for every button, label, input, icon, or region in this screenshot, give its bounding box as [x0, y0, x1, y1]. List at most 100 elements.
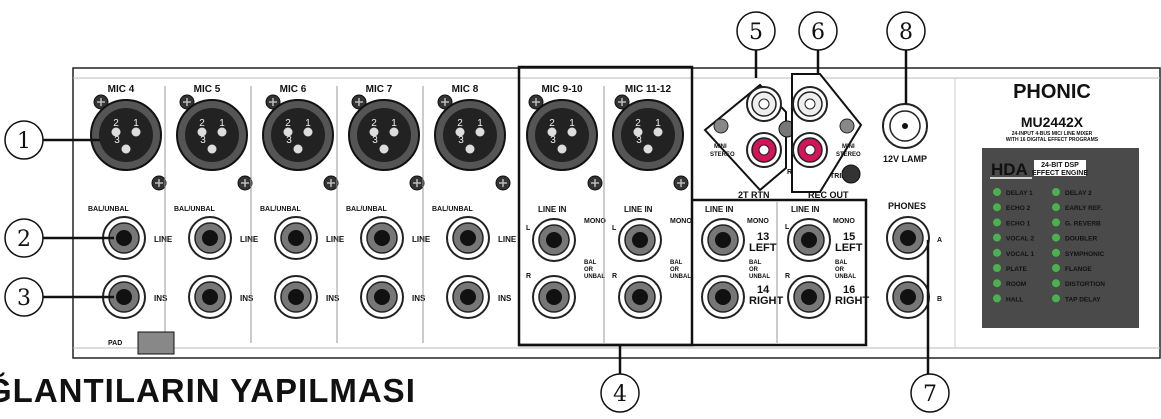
svg-text:1: 1 — [133, 118, 139, 129]
channel-side: RIGHT — [835, 295, 870, 307]
mic-channel-label: MIC 5 — [194, 84, 221, 95]
unbal-label: UNBAL — [584, 274, 605, 280]
svg-text:3: 3 — [200, 135, 206, 146]
brand-logo: PHONIC — [1013, 81, 1091, 103]
section-heading: ĞLANTILARIN YAPILMASI — [0, 372, 416, 409]
bal-label: BAL — [749, 260, 762, 266]
svg-text:3: 3 — [636, 135, 642, 146]
bal-unbal-label: BAL/UNBAL — [260, 206, 302, 213]
callout-circle — [798, 11, 838, 51]
mini-label: MINI — [714, 144, 727, 150]
callout-number: 1 — [17, 129, 31, 154]
trim-knob — [841, 164, 861, 184]
lamp-socket: 12V LAMP — [882, 103, 928, 164]
hda-subtitle: 24-BIT DSP — [1041, 162, 1079, 169]
callout-number: 2 — [17, 227, 31, 252]
mini-label: MINI — [842, 144, 855, 150]
effect-label: G. REVERB — [1065, 220, 1101, 227]
effect-label: HALL — [1006, 296, 1023, 303]
mic-channel-label: MIC 8 — [452, 84, 479, 95]
effect-label: DELAY 2 — [1065, 190, 1092, 197]
svg-text:2: 2 — [199, 118, 205, 129]
svg-text:2: 2 — [371, 118, 377, 129]
bal-label: BAL — [670, 260, 683, 266]
bal-unbal-label: BAL/UNBAL — [174, 206, 216, 213]
r-label: R — [612, 273, 617, 280]
ins-label: INS — [326, 294, 340, 303]
bal-label: BAL — [584, 260, 597, 266]
effect-label: TAP DELAY — [1065, 296, 1101, 303]
callout-circle — [910, 373, 950, 413]
svg-text:3: 3 — [458, 135, 464, 146]
effect-label: PLATE — [1006, 266, 1027, 273]
effect-label: ROOM — [1006, 281, 1026, 288]
channel-number: 14 — [757, 284, 770, 296]
model-description: 24-INPUT 4-BUS MIC/ LINE MIXER — [1012, 131, 1093, 137]
svg-text:2: 2 — [549, 118, 555, 129]
effect-led-icon — [1052, 203, 1060, 212]
pad-switch: PAD — [108, 331, 175, 355]
effect-led-icon — [1052, 233, 1060, 242]
callout-circle — [600, 373, 640, 413]
effect-led-icon — [1052, 248, 1060, 257]
r-label: R — [787, 169, 792, 176]
callout-6: 6 — [798, 11, 838, 74]
model-description: WITH 16 DIGITAL EFFECT PROGRAMS — [1006, 137, 1099, 143]
channel-side: LEFT — [835, 242, 863, 254]
model-name: MU2442X — [1021, 114, 1084, 130]
r-label: R — [526, 273, 531, 280]
svg-text:3: 3 — [550, 135, 556, 146]
effect-led-icon — [993, 188, 1001, 196]
mono-label: MONO — [833, 218, 855, 225]
effect-led-icon — [1052, 218, 1060, 227]
callout-4: 4 — [600, 345, 640, 413]
callout-circle — [736, 11, 776, 51]
svg-text:2: 2 — [285, 118, 291, 129]
r-label: R — [785, 273, 790, 280]
svg-text:3: 3 — [372, 135, 378, 146]
line-in-label: LINE IN — [791, 205, 820, 214]
mic-channel-label: MIC 6 — [280, 84, 307, 95]
lamp-label: 12V LAMP — [883, 154, 927, 164]
bal-unbal-label: BAL/UNBAL — [346, 206, 388, 213]
mini-jack-icon — [713, 118, 729, 134]
mono-label: MONO — [670, 218, 692, 225]
effect-label: DISTORTION — [1065, 281, 1105, 288]
mini-jack-icon — [839, 118, 855, 134]
effect-label: ECHO 1 — [1006, 220, 1031, 227]
effect-led-icon — [993, 294, 1001, 303]
mic-channel-label: MIC 4 — [108, 84, 135, 95]
or-label: OR — [835, 267, 845, 273]
callout-circle — [4, 120, 44, 160]
unbal-label: UNBAL — [749, 274, 770, 280]
effect-label: ECHO 2 — [1006, 205, 1031, 212]
stereo-label: STEREO — [836, 152, 861, 158]
or-label: OR — [584, 267, 594, 273]
or-label: OR — [670, 267, 680, 273]
effect-label: EARLY REF. — [1065, 205, 1102, 212]
channel-side: RIGHT — [749, 295, 784, 307]
svg-text:1: 1 — [219, 118, 225, 129]
effect-label: VOCAL 2 — [1006, 236, 1034, 243]
effect-led-icon — [1052, 188, 1060, 196]
callout-circle — [4, 218, 44, 258]
effect-led-icon — [1052, 294, 1060, 303]
callout-number: 8 — [899, 20, 913, 45]
line-in-label: LINE IN — [538, 205, 567, 214]
channel-number: 15 — [843, 231, 855, 243]
svg-text:1: 1 — [655, 118, 661, 129]
line-label: LINE — [498, 235, 517, 244]
effect-led-icon — [993, 233, 1001, 242]
callout-3: 3 — [4, 277, 114, 317]
svg-text:1: 1 — [569, 118, 575, 129]
two-track-return-label: 2T RTN — [738, 190, 770, 200]
line-label: LINE — [240, 235, 259, 244]
stereo-mic-label: MIC 11-12 — [625, 84, 672, 95]
